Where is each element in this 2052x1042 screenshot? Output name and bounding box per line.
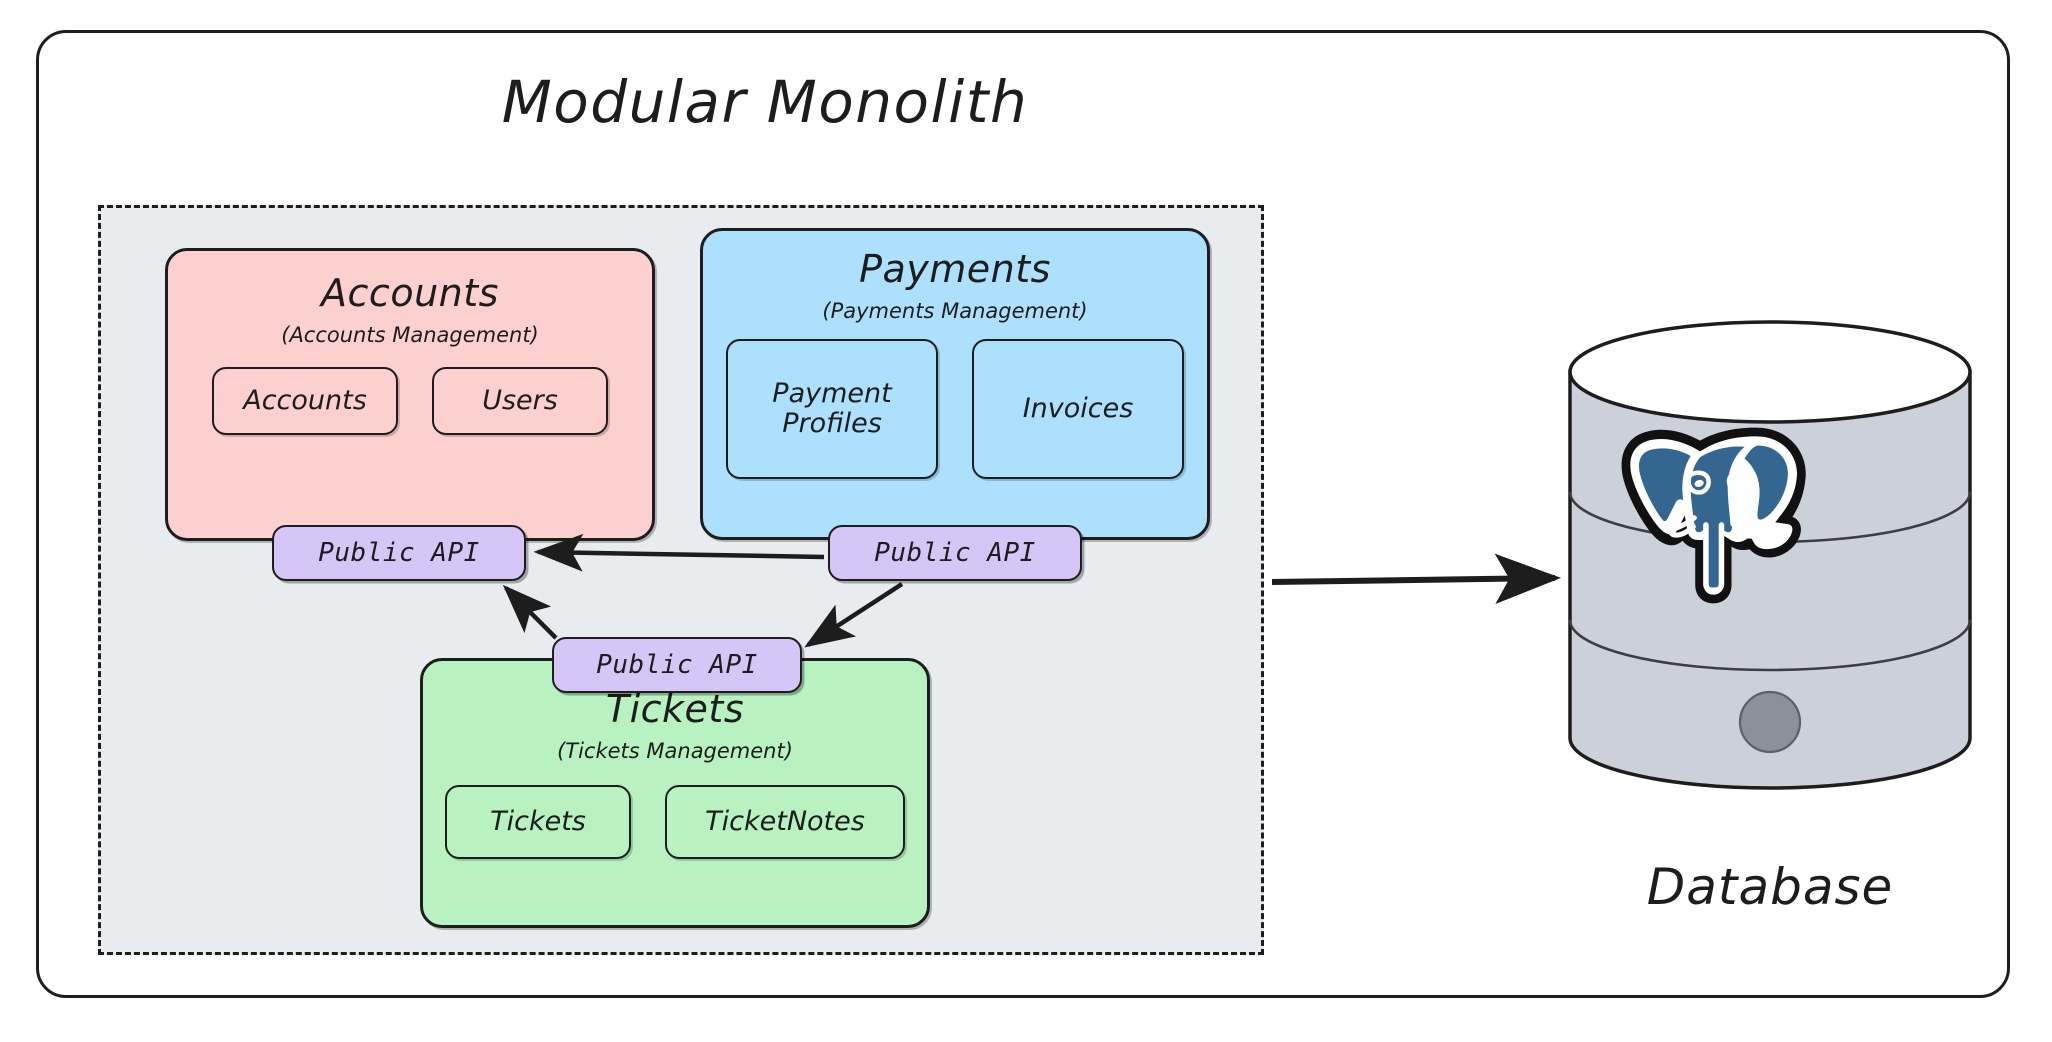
module-payments-entities: Payment Profiles Invoices — [703, 339, 1207, 479]
module-accounts[interactable]: Accounts (Accounts Management) Accounts … — [165, 248, 655, 541]
entity-payment-profiles[interactable]: Payment Profiles — [726, 339, 938, 479]
entity-accounts[interactable]: Accounts — [212, 367, 398, 435]
module-tickets-subtitle: (Tickets Management) — [557, 739, 793, 763]
postgresql-elephant-icon — [1621, 427, 1806, 604]
module-tickets-entities: Tickets TicketNotes — [423, 785, 927, 859]
entity-invoices[interactable]: Invoices — [972, 339, 1184, 479]
database-cylinder[interactable] — [1560, 320, 1980, 790]
module-tickets[interactable]: Tickets (Tickets Management) Tickets Tic… — [420, 658, 930, 928]
module-payments[interactable]: Payments (Payments Management) Payment P… — [700, 228, 1210, 540]
module-payments-title: Payments — [859, 247, 1051, 291]
public-api-tickets[interactable]: Public API — [552, 637, 802, 693]
module-accounts-title: Accounts — [321, 271, 499, 315]
entity-ticketnotes[interactable]: TicketNotes — [665, 785, 905, 859]
entity-tickets[interactable]: Tickets — [445, 785, 631, 859]
public-api-payments[interactable]: Public API — [828, 525, 1082, 581]
module-payments-subtitle: (Payments Management) — [822, 299, 1088, 323]
entity-users[interactable]: Users — [432, 367, 608, 435]
page-title: Modular Monolith — [501, 68, 1029, 136]
module-tickets-title: Tickets — [605, 687, 745, 731]
db-top — [1568, 320, 1972, 424]
module-accounts-entities: Accounts Users — [168, 367, 652, 435]
module-accounts-subtitle: (Accounts Management) — [281, 323, 539, 347]
public-api-accounts[interactable]: Public API — [272, 525, 526, 581]
database-label: Database — [1646, 858, 1894, 916]
db-knob — [1738, 690, 1802, 754]
db-band-2 — [1568, 619, 1972, 672]
